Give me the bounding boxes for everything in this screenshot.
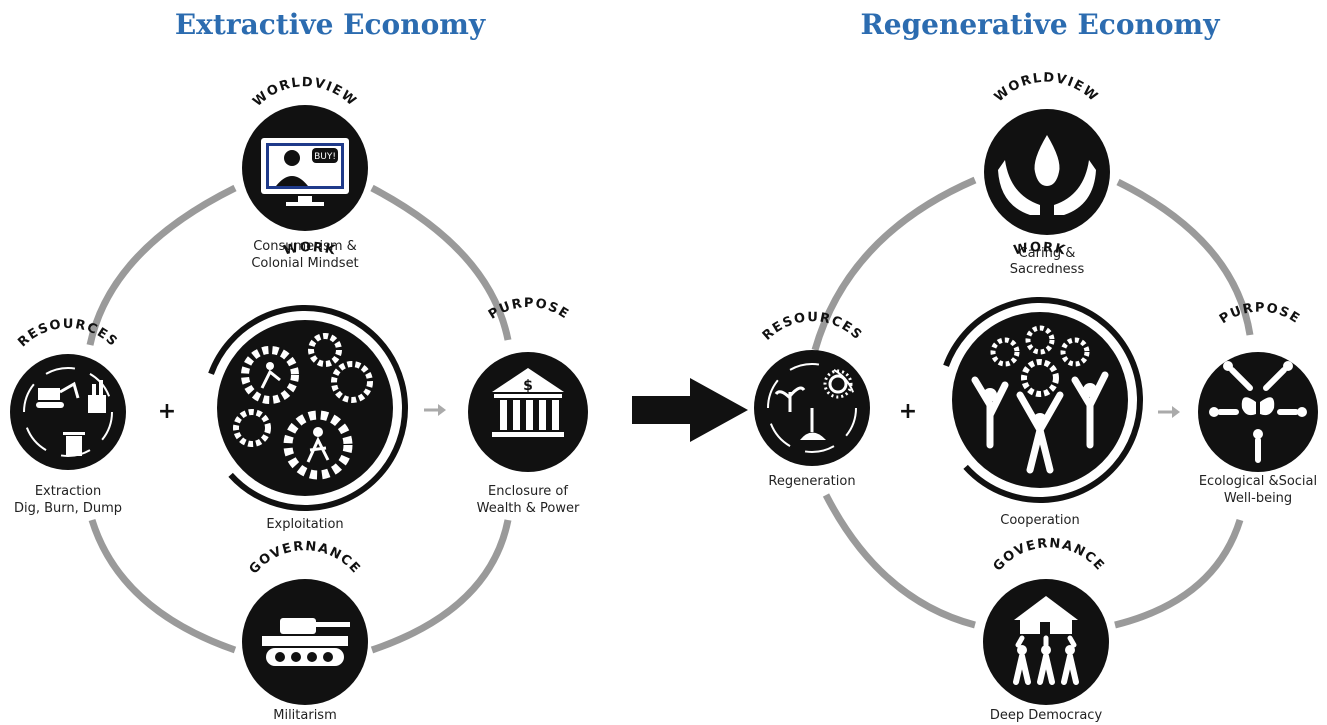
- connector-arc: [86, 184, 237, 346]
- tv-salesman-icon: BUY!: [261, 138, 349, 206]
- worldview-caption-line2: Sacredness: [1010, 262, 1085, 277]
- governance-label: GOVERNANCE: [247, 539, 363, 577]
- purpose-caption-line1: Ecological &Social: [1199, 474, 1317, 489]
- extractive-worldview-node: WORLDVIEW BUY! Consumerism & Colonial Mi…: [242, 75, 368, 271]
- title-extractive-economy: Extractive Economy: [174, 8, 486, 41]
- svg-text:WORLDVIEW: WORLDVIEW: [992, 71, 1101, 106]
- extractive-economy-cycle: WORLDVIEW BUY! Consumerism & Colonial Mi…: [10, 75, 588, 723]
- regenerative-work-node: WORK Cooperation: [937, 240, 1143, 528]
- arrow-head: [438, 404, 446, 416]
- svg-text:GOVERNANCE: GOVERNANCE: [247, 539, 364, 577]
- svg-text:RESOURCES: RESOURCES: [760, 310, 865, 343]
- resources-caption-line2: Dig, Burn, Dump: [14, 501, 122, 516]
- extractive-governance-node: GOVERNANCE Militarism: [242, 539, 368, 723]
- plus-sign: +: [899, 399, 917, 424]
- regenerative-resources-node: RESOURCES Regeneration: [754, 310, 870, 489]
- work-label: WORK: [1012, 240, 1066, 259]
- regenerative-purpose-node: PURPOSE Ecological &Social Well-being: [1198, 301, 1318, 506]
- worldview-label: WORLDVIEW: [250, 75, 358, 110]
- bank-dollar-icon: $: [492, 368, 564, 437]
- worldview-label: WORLDVIEW: [992, 71, 1100, 106]
- resources-caption: Regeneration: [768, 474, 855, 489]
- work-label: WORK: [282, 240, 336, 259]
- svg-text:$: $: [523, 378, 533, 394]
- purpose-label: PURPOSE: [1217, 301, 1302, 328]
- people-gears-icon: [971, 325, 1109, 474]
- title-regenerative-economy: Regenerative Economy: [860, 8, 1220, 41]
- plus-sign: +: [158, 399, 176, 424]
- work-caption: Exploitation: [266, 517, 343, 532]
- svg-text:WORLDVIEW: WORLDVIEW: [250, 75, 359, 110]
- governance-label: GOVERNANCE: [991, 536, 1107, 574]
- svg-text:WORK: WORK: [282, 240, 337, 259]
- gears-running-figures-icon: [233, 333, 373, 480]
- sprout-sun-shovel-icon: [767, 363, 857, 453]
- governance-caption: Deep Democracy: [990, 708, 1103, 723]
- connector-arc: [88, 518, 237, 654]
- connector-arc: [370, 184, 512, 341]
- connector-arc: [1116, 178, 1254, 336]
- tank-icon: [262, 618, 350, 666]
- resources-label: RESOURCES: [760, 310, 864, 343]
- purpose-caption-line2: Wealth & Power: [477, 501, 580, 516]
- worldview-caption-line1: Caring &: [1019, 246, 1076, 261]
- svg-text:RESOURCES: RESOURCES: [15, 317, 120, 350]
- people-lifting-house-icon: [1013, 596, 1079, 685]
- governance-caption: Militarism: [273, 708, 337, 723]
- purpose-caption-line2: Well-being: [1224, 491, 1292, 506]
- connector-arc: [370, 519, 512, 654]
- arrow-head: [1172, 406, 1180, 418]
- people-butterfly-icon: [1209, 361, 1307, 463]
- svg-text:WORK: WORK: [1012, 240, 1067, 259]
- resources-label: RESOURCES: [15, 317, 119, 350]
- worldview-caption-line1: Consumerism &: [253, 239, 357, 254]
- extractive-work-node: WORK Exploitation: [202, 240, 408, 532]
- regenerative-governance-node: GOVERNANCE Deep Democracy: [983, 536, 1109, 723]
- svg-text:PURPOSE: PURPOSE: [1217, 301, 1303, 328]
- connector-arc: [1114, 518, 1244, 629]
- bubble-text: BUY!: [314, 152, 336, 162]
- extractive-purpose-node: PURPOSE $ Enclosure of Wealth & Power: [468, 296, 588, 516]
- hands-water-drop-icon: [998, 135, 1096, 215]
- worldview-caption-line2: Colonial Mindset: [251, 256, 358, 271]
- purpose-caption-line1: Enclosure of: [488, 484, 568, 499]
- work-caption: Cooperation: [1000, 513, 1079, 528]
- regenerative-economy-cycle: WORLDVIEW Caring & Sacredness WORK: [754, 71, 1318, 723]
- excavator-factory-trash-icon: [23, 367, 113, 457]
- extractive-resources-node: RESOURCES Extraction Dig, Burn, Dump: [10, 317, 126, 516]
- transition-arrow-icon: [632, 378, 748, 442]
- resources-caption-line1: Extraction: [35, 484, 101, 499]
- connector-arc: [811, 176, 977, 351]
- svg-text:GOVERNANCE: GOVERNANCE: [991, 536, 1108, 574]
- connector-arc: [822, 493, 976, 629]
